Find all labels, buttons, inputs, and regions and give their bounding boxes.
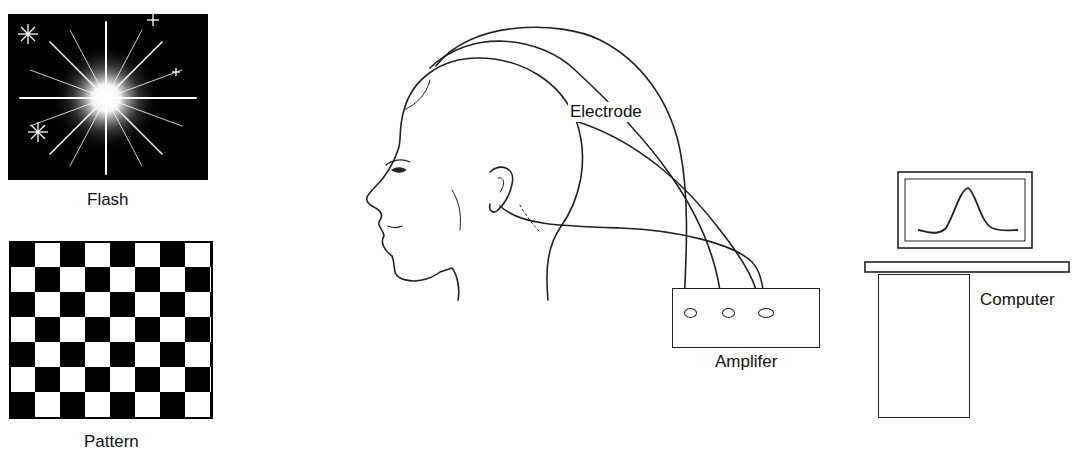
node-caption: Computer (980, 290, 1055, 310)
tower-outline (878, 274, 970, 418)
flash-image (8, 14, 208, 180)
node-caption: Pattern (84, 432, 139, 452)
node-caption: Flash (87, 190, 129, 210)
computer-drawing (865, 172, 1069, 272)
input-socket (758, 308, 774, 318)
input-socket (684, 308, 697, 318)
checkerboard-image (10, 242, 212, 418)
amplifier-box: Amplifer (672, 288, 820, 348)
electrode-wires (430, 27, 764, 308)
wire-label: Electrode (568, 102, 644, 122)
head-profile (367, 58, 583, 300)
input-socket (722, 308, 735, 318)
flash-panel: Flash (8, 14, 208, 180)
pattern-panel: Pattern (10, 242, 212, 418)
computer-tower: Computer (878, 274, 970, 418)
node-caption: Amplifer (715, 352, 777, 372)
amplifier-outline (672, 288, 820, 348)
